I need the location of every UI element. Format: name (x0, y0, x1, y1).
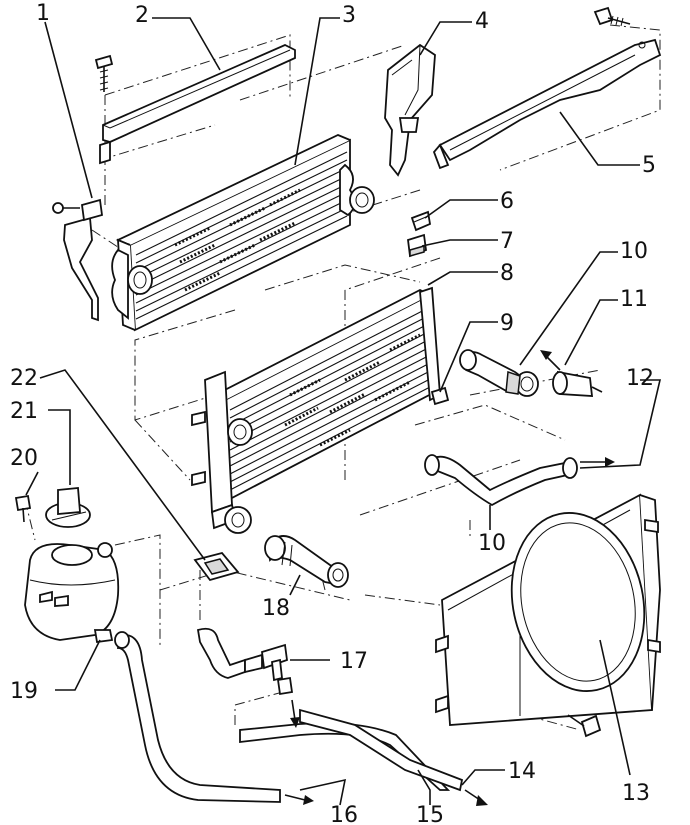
callout-8: 8 (500, 261, 514, 286)
callout-14: 14 (508, 759, 536, 784)
callout-1: 1 (36, 1, 50, 26)
hose-part-10-upper (459, 349, 539, 397)
tank-bolt (14, 494, 32, 523)
callout-21: 21 (10, 399, 38, 424)
upper-bracket-rail (432, 38, 662, 170)
callout-10b: 10 (478, 531, 506, 556)
callout-6: 6 (500, 189, 514, 214)
intercooler (111, 134, 375, 332)
hose-part-11 (552, 370, 603, 397)
left-bracket (52, 198, 103, 322)
callout-13: 13 (622, 781, 650, 806)
callout-labels: 1 2 3 4 5 6 7 8 9 10 10 11 12 13 14 15 1… (10, 1, 656, 825)
callout-16: 16 (330, 803, 358, 825)
callout-17: 17 (340, 649, 368, 674)
hose-part-17 (196, 627, 294, 696)
hose-part-14 (299, 708, 464, 792)
callout-19: 19 (10, 679, 38, 704)
callout-7: 7 (500, 229, 514, 254)
callout-9: 9 (500, 311, 514, 336)
callout-22: 22 (10, 366, 38, 391)
callout-5: 5 (642, 153, 656, 178)
callout-20: 20 (10, 446, 38, 471)
callout-15: 15 (416, 803, 444, 825)
rubber-mount (193, 551, 240, 582)
callout-11: 11 (620, 287, 648, 312)
hose-part-10-lower (424, 454, 578, 507)
callout-3: 3 (342, 3, 356, 28)
air-guide-strip (99, 44, 296, 165)
bolt-icon (567, 714, 602, 738)
callout-4: 4 (475, 9, 489, 34)
bolt-icon (94, 54, 114, 92)
air-duct (384, 43, 436, 177)
callout-10a: 10 (620, 239, 648, 264)
assembly-lines (24, 24, 661, 731)
callout-2: 2 (135, 3, 149, 28)
tank-cap (45, 487, 91, 528)
hose-part-16 (114, 631, 281, 803)
expansion-tank (24, 542, 120, 644)
bolt-icon (593, 6, 631, 27)
leader-lines (25, 17, 662, 806)
clip-part-6 (410, 210, 432, 232)
hose-part-18 (264, 535, 349, 588)
callout-12: 12 (626, 366, 654, 391)
callout-18: 18 (262, 596, 290, 621)
radiator (191, 286, 450, 534)
flow-arrows (284, 350, 615, 806)
fan-shroud (435, 493, 661, 726)
clip-part-7 (407, 233, 427, 258)
